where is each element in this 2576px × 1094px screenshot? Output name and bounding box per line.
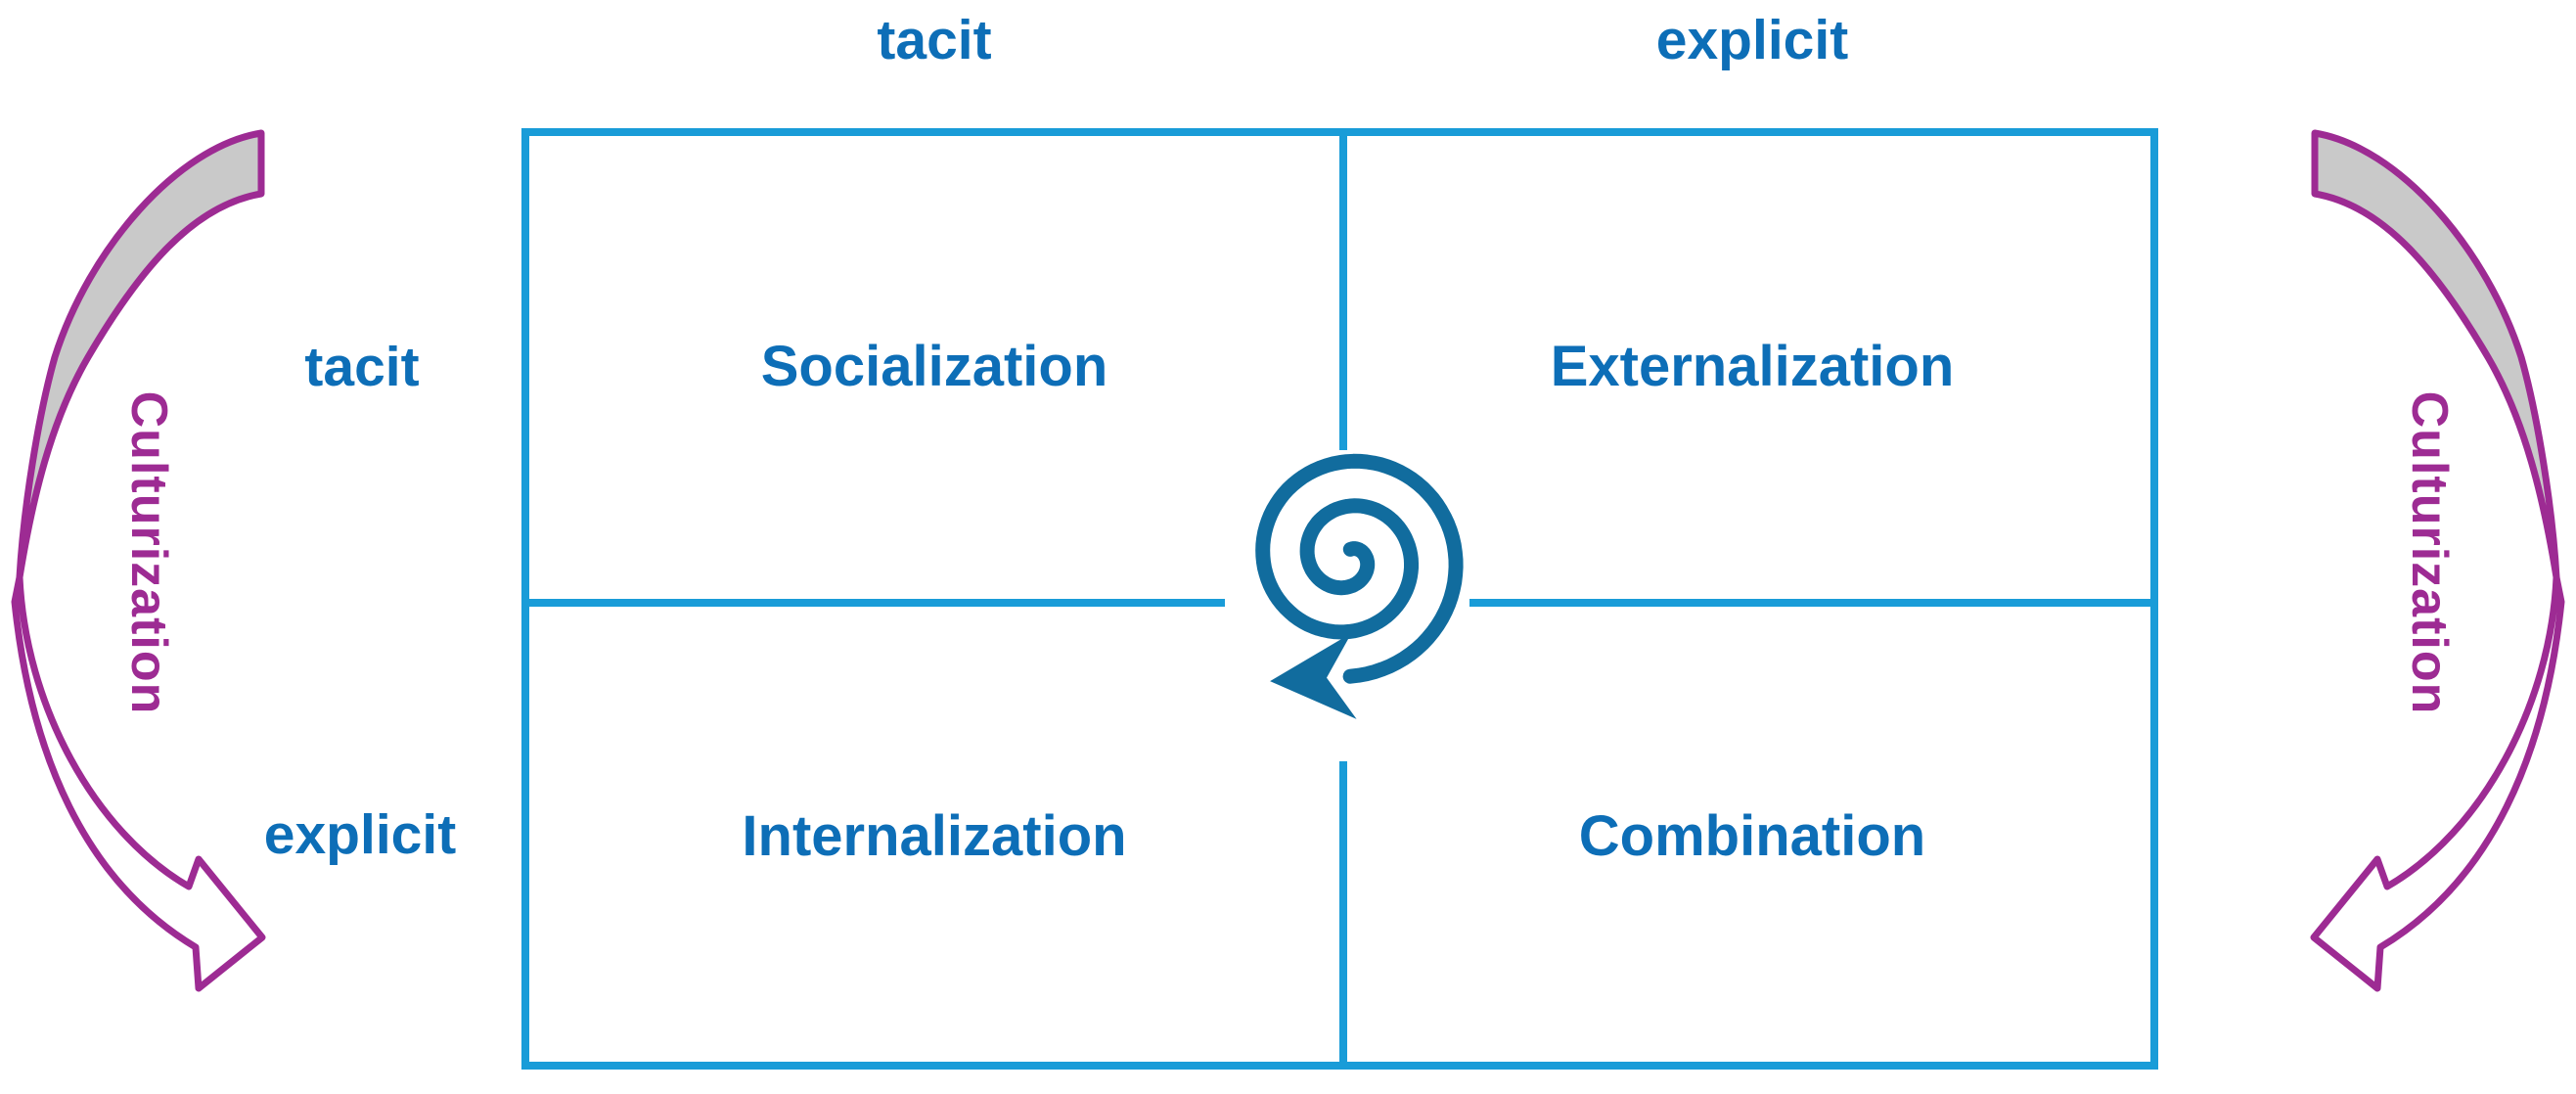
column-header-tacit: tacit <box>877 9 992 71</box>
row-header-explicit: explicit <box>263 803 457 866</box>
culturization-arrow-left-icon <box>11 129 266 992</box>
culturization-label-right: Culturization <box>2401 390 2458 715</box>
culturization-arrow-right-icon <box>2310 129 2565 992</box>
quadrant-externalization: Externalization <box>1550 335 1955 398</box>
column-header-explicit: explicit <box>1655 9 1849 71</box>
horizontal-divider-left <box>529 599 1225 607</box>
row-header-tacit: tacit <box>304 336 420 398</box>
vertical-divider-top <box>1339 136 1347 450</box>
quadrant-socialization: Socialization <box>760 335 1108 398</box>
horizontal-divider-right <box>1469 599 2158 607</box>
quadrant-internalization: Internalization <box>742 804 1127 868</box>
quadrant-combination: Combination <box>1578 804 1926 868</box>
vertical-divider-bottom <box>1339 761 1347 1070</box>
knowledge-spiral-icon <box>1255 453 1464 719</box>
culturization-label-left: Culturization <box>120 390 177 715</box>
